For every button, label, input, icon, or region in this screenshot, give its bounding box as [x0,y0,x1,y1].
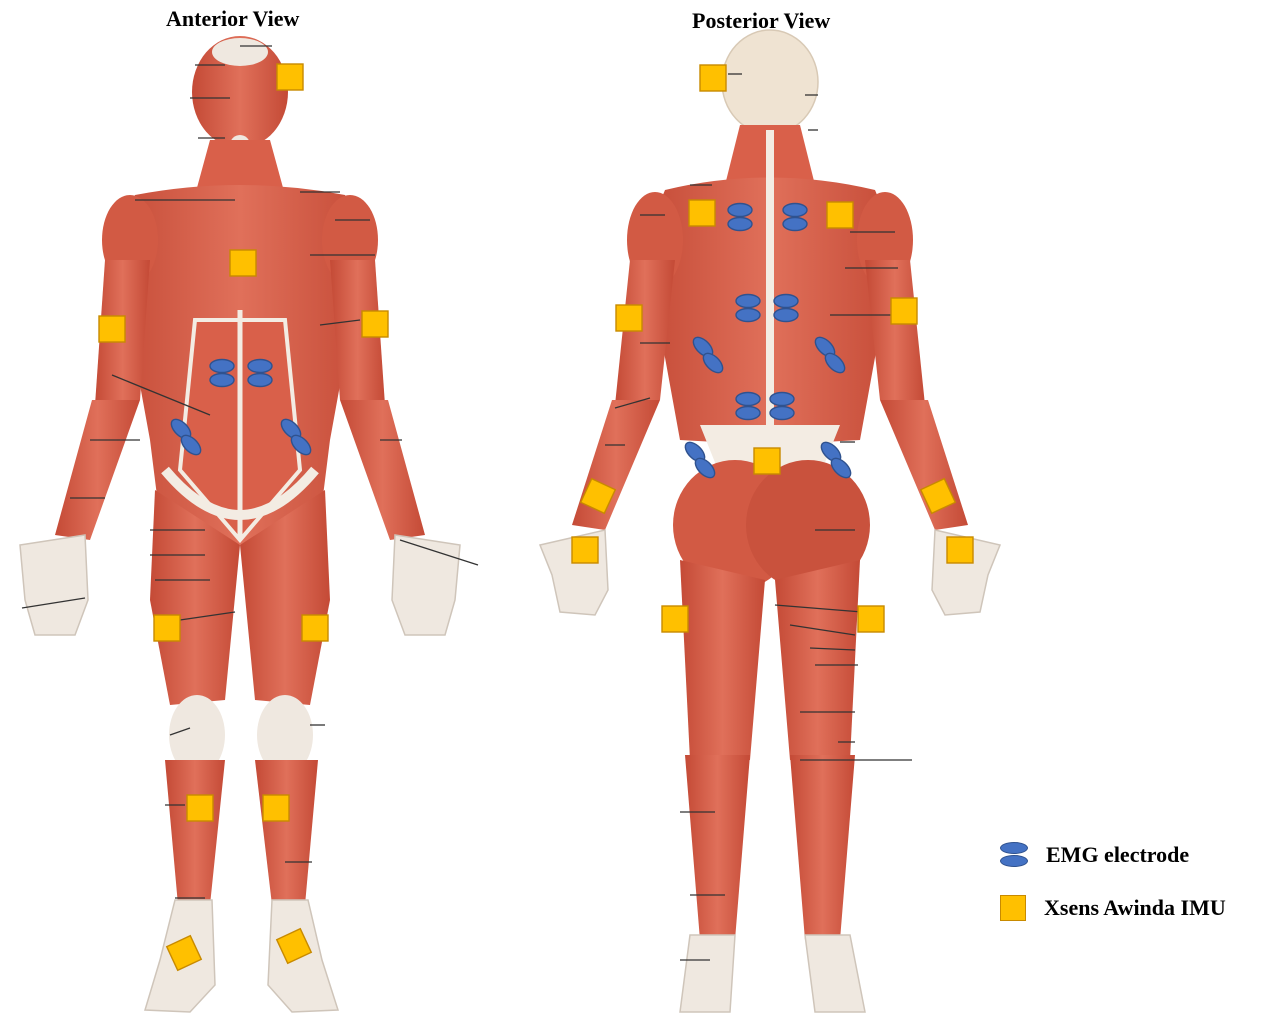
posterior-left-calf [685,755,750,940]
posterior-right-thigh [775,560,860,760]
posterior-left-forearm [572,400,660,530]
imu-sensor [689,200,715,226]
emg-electrode-pad [736,295,760,308]
emg-electrode-pad [770,393,794,406]
posterior-left-thigh [680,560,765,760]
imu-sensor [302,615,328,641]
imu-sensor [891,298,917,324]
imu-sensor [754,448,780,474]
anterior-right-forearm [340,400,425,540]
posterior-right-calf [790,755,855,940]
emg-electrode-pad [783,218,807,231]
emg-electrode-pad [774,309,798,322]
anterior-skull-cap [212,38,268,66]
legend-emg-label: EMG electrode [1046,842,1189,868]
emg-electrode-pad [774,295,798,308]
emg-electrode-pad [728,218,752,231]
anterior-right-shin [255,760,318,905]
anterior-left-forearm [55,400,140,540]
emg-electrode-pad [736,309,760,322]
imu-sensor [662,606,688,632]
anterior-left-shin [165,760,225,905]
emg-electrode-icon [1000,842,1028,868]
emg-electrode-pad [248,374,272,387]
posterior-left-upper-arm [615,260,675,405]
posterior-right-heel [805,935,865,1012]
posterior-head [722,30,818,134]
imu-sensor [700,65,726,91]
emg-electrode-pad [770,407,794,420]
emg-electrode-pad [210,360,234,373]
legend-emg-entry: EMG electrode [1000,842,1189,868]
imu-sensor [154,615,180,641]
posterior-left-heel [680,935,735,1012]
legend-imu-entry: Xsens Awinda IMU [1000,895,1226,921]
emg-electrode-pad [736,393,760,406]
anterior-left-hand [20,535,88,635]
imu-sensor [277,64,303,90]
emg-electrode-pad [728,204,752,217]
imu-sensor [947,537,973,563]
imu-sensor [99,316,125,342]
anterior-body [20,36,478,1012]
emg-electrode-pad [248,360,272,373]
imu-sensor [230,250,256,276]
imu-sensor [858,606,884,632]
emg-electrode-pad [736,407,760,420]
anterior-right-hand [392,535,460,635]
emg-electrode-pad [783,204,807,217]
emg-electrode-pad [210,374,234,387]
posterior-right-upper-arm [865,260,925,405]
posterior-body [540,30,1000,1012]
imu-sensor-icon [1000,895,1026,921]
legend-imu-label: Xsens Awinda IMU [1044,895,1226,921]
imu-sensor [187,795,213,821]
imu-sensor [572,537,598,563]
imu-sensor [827,202,853,228]
imu-sensor [362,311,388,337]
posterior-view-title: Posterior View [692,8,830,34]
imu-sensor [616,305,642,331]
posterior-right-forearm [880,400,968,530]
anterior-view-title: Anterior View [166,6,299,32]
imu-sensor [263,795,289,821]
